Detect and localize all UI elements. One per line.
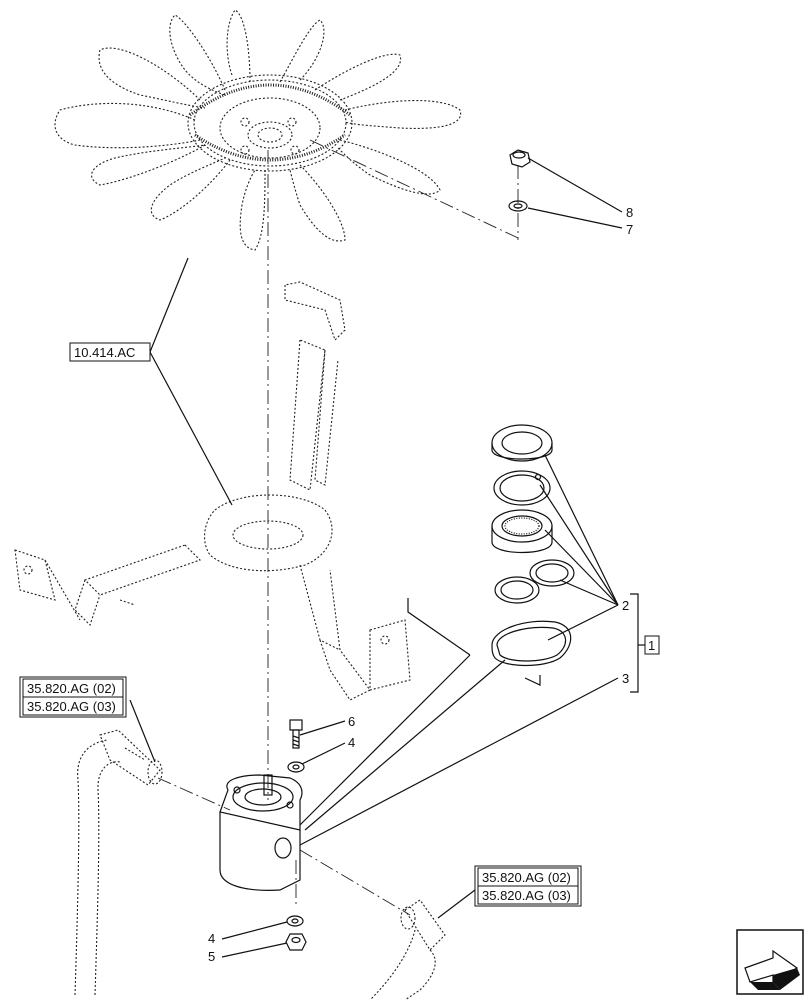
washer-item-4-top[interactable] — [287, 761, 305, 773]
hose-left[interactable] — [74, 729, 163, 996]
snap-ring[interactable] — [493, 470, 551, 506]
washer-item-4-bottom[interactable] — [286, 915, 304, 927]
leader-lines — [129, 157, 645, 958]
callout-4-top: 4 — [348, 735, 355, 750]
retaining-clips[interactable] — [494, 559, 575, 604]
callout-1: 1 — [648, 638, 655, 653]
callout-4-bottom: 4 — [208, 931, 215, 946]
fan-bracket[interactable] — [14, 281, 411, 701]
ref-left-a: 35.820.AG (02) — [27, 681, 116, 696]
hose-right[interactable] — [369, 899, 446, 1000]
nut-item-5[interactable] — [285, 933, 307, 951]
ref-left-b: 35.820.AG (03) — [27, 699, 116, 714]
o-ring-item-3[interactable] — [491, 620, 572, 667]
ref-right-a: 35.820.AG (02) — [482, 870, 571, 885]
hydraulic-pump[interactable] — [219, 774, 303, 891]
ref-fan-label: 10.414.AC — [74, 345, 135, 360]
threaded-bushing[interactable] — [491, 509, 553, 554]
washer-item-7[interactable] — [508, 200, 528, 212]
callout-3: 3 — [622, 671, 629, 686]
nut-item-8[interactable] — [509, 149, 531, 168]
ref-fan[interactable]: 10.414.AC — [69, 342, 151, 362]
ref-left-group[interactable]: 35.820.AG (02) 35.820.AG (03) — [19, 676, 127, 718]
callout-8: 8 — [626, 205, 633, 220]
callout-6: 6 — [348, 714, 355, 729]
seal-ring[interactable] — [491, 424, 553, 462]
bolt-item-6[interactable] — [289, 719, 303, 749]
callout-2: 2 — [622, 598, 629, 613]
callout-5: 5 — [208, 949, 215, 964]
ref-right-b: 35.820.AG (03) — [482, 888, 571, 903]
ref-right-group[interactable]: 35.820.AG (02) 35.820.AG (03) — [474, 865, 582, 907]
cooling-fan[interactable] — [54, 9, 462, 251]
kit-frame — [407, 598, 541, 686]
next-page-arrow-icon[interactable] — [736, 929, 804, 995]
callout-7: 7 — [626, 222, 633, 237]
callout-1-box: 1 — [644, 635, 660, 655]
callout-labels: 8 7 2 3 6 4 4 5 — [208, 205, 633, 964]
center-lines — [157, 139, 519, 916]
